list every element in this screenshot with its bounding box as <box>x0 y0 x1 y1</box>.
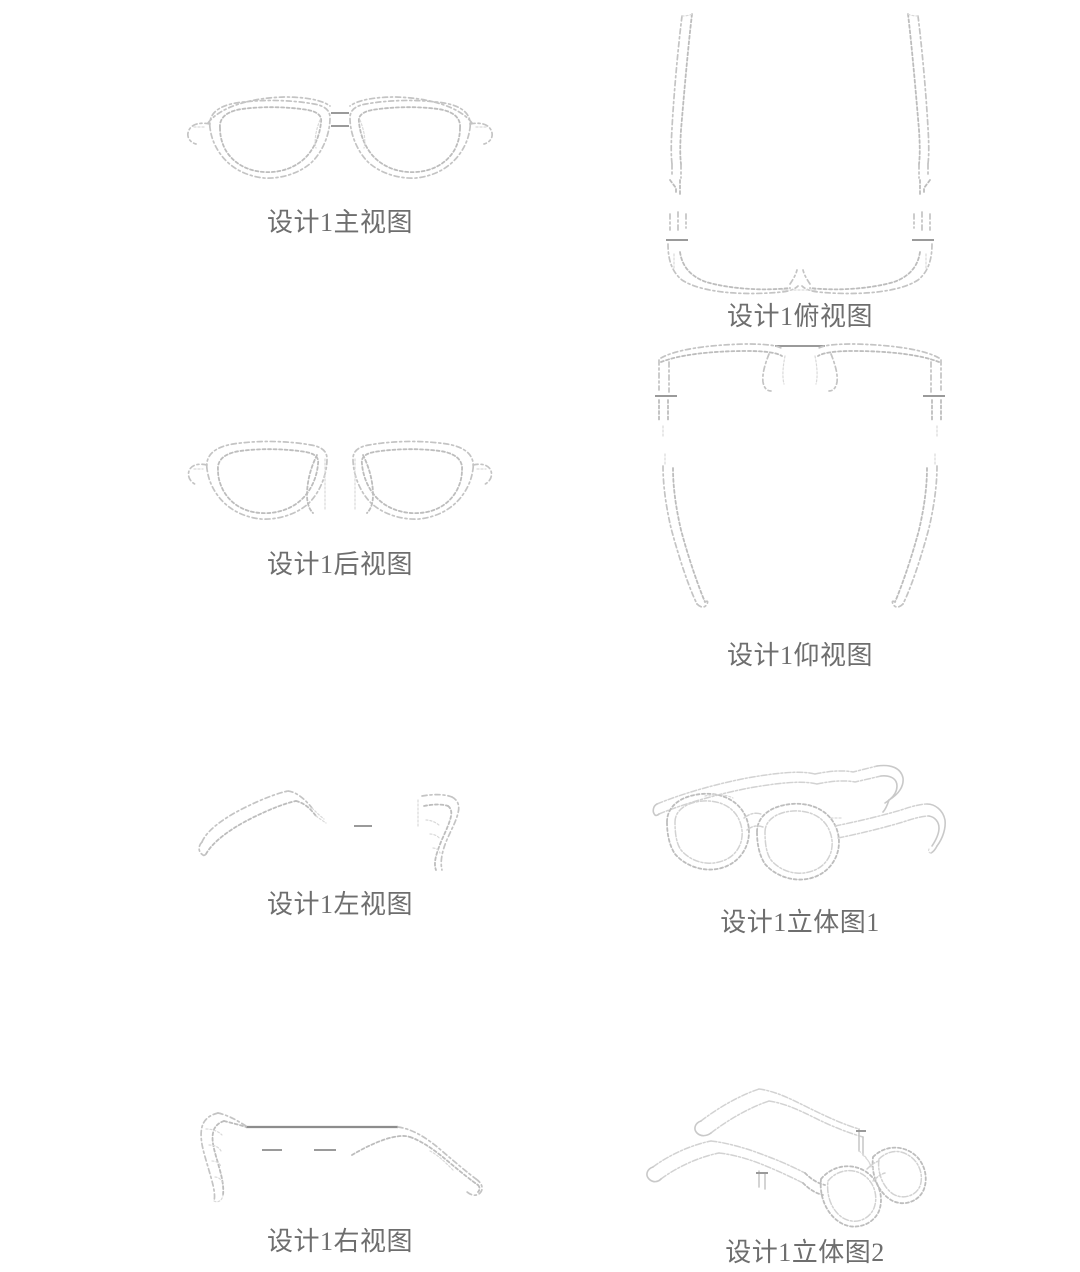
view-left-side: 设计1左视图 <box>190 780 490 920</box>
view-perspective-2: 设计1立体图2 <box>645 1085 965 1268</box>
view-front: 设计1主视图 <box>180 80 500 238</box>
glasses-top-icon <box>630 8 970 295</box>
glasses-rear-icon <box>185 425 495 535</box>
caption-right-side: 设计1右视图 <box>266 1227 413 1256</box>
caption-left-side: 设计1左视图 <box>266 890 413 919</box>
glasses-left-side-icon <box>190 780 490 875</box>
glasses-bottom-icon <box>635 342 965 632</box>
caption-bottom: 设计1仰视图 <box>726 641 873 670</box>
caption-front: 设计1主视图 <box>266 208 413 237</box>
caption-perspective-1: 设计1立体图1 <box>720 908 880 937</box>
view-right-side: 设计1右视图 <box>190 1105 490 1257</box>
caption-perspective-2: 设计1立体图2 <box>725 1238 885 1267</box>
view-top: 设计1俯视图 <box>630 8 970 332</box>
view-rear: 设计1后视图 <box>185 425 495 580</box>
glasses-perspective-icon <box>645 1085 965 1228</box>
glasses-perspective-icon <box>645 760 955 895</box>
caption-top: 设计1俯视图 <box>726 302 873 331</box>
glasses-front-icon <box>180 80 500 195</box>
caption-rear: 设计1后视图 <box>266 550 413 579</box>
view-perspective-1: 设计1立体图1 <box>645 760 955 938</box>
view-bottom: 设计1仰视图 <box>635 342 965 671</box>
glasses-right-side-icon <box>190 1105 490 1210</box>
